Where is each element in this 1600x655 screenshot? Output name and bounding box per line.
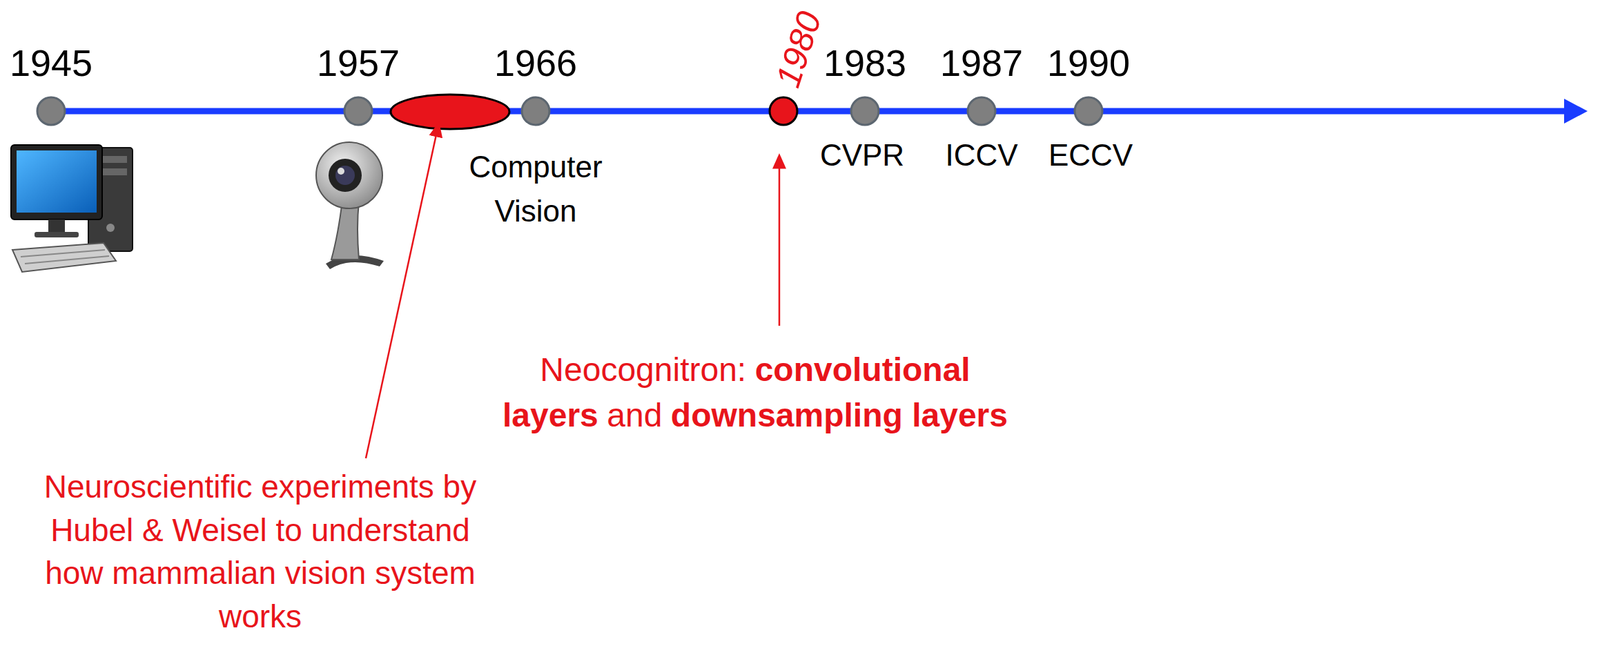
year-dots: [37, 97, 1103, 125]
year-label: 1987: [940, 41, 1023, 85]
year-label: 1980: [768, 6, 830, 93]
conference-label: ICCV: [944, 138, 1018, 174]
emphasis-text: convolutional: [755, 351, 971, 388]
conference-label: CVPR: [820, 138, 905, 174]
timeline-axis: [51, 98, 1588, 124]
event-dot: [769, 97, 798, 125]
callout-note: layersanddownsampling layers: [498, 396, 1012, 435]
year-label: 1990: [1047, 41, 1130, 85]
callout-note: Neocognitron:convolutional: [535, 350, 975, 389]
note-text: Neocognitron:: [539, 351, 747, 388]
period-ellipse: [390, 94, 510, 130]
year-label: 1945: [9, 41, 93, 85]
emphasis-text: downsampling layers: [670, 396, 1008, 434]
callout-note: Neuroscientific experiments by Hubel & W…: [18, 465, 502, 638]
note-text: and: [606, 396, 662, 434]
conference-label: ECCV: [1048, 138, 1133, 174]
emphasis-text: layers: [502, 396, 599, 434]
computer-icon: [11, 144, 133, 272]
year-label: 1966: [494, 41, 578, 85]
webcam-icon: [316, 142, 384, 270]
year-label: 1957: [316, 41, 400, 85]
leader-line: [778, 160, 781, 326]
year-label: 1983: [823, 41, 907, 85]
milestone-label: Computer Vision: [449, 144, 622, 234]
